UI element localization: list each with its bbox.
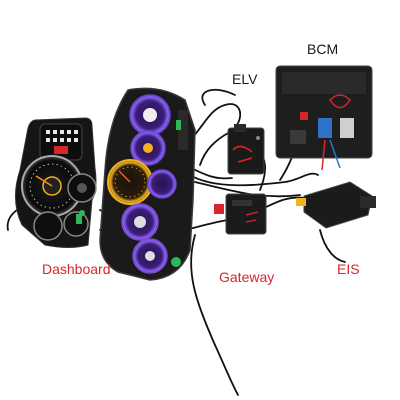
elv-label: ELV: [232, 71, 258, 87]
gateway-module: [214, 193, 267, 235]
gateway-label: Gateway: [219, 269, 275, 285]
dashboard-label: Dashboard: [42, 261, 111, 277]
bcm-label: BCM: [307, 41, 339, 57]
eis-label: EIS: [337, 261, 360, 277]
left-instrument-cluster: [15, 117, 97, 248]
elv-module: [227, 124, 265, 175]
eis-module: [296, 181, 376, 229]
bcm-module: [275, 65, 373, 171]
main-instrument-cluster: [99, 87, 196, 281]
